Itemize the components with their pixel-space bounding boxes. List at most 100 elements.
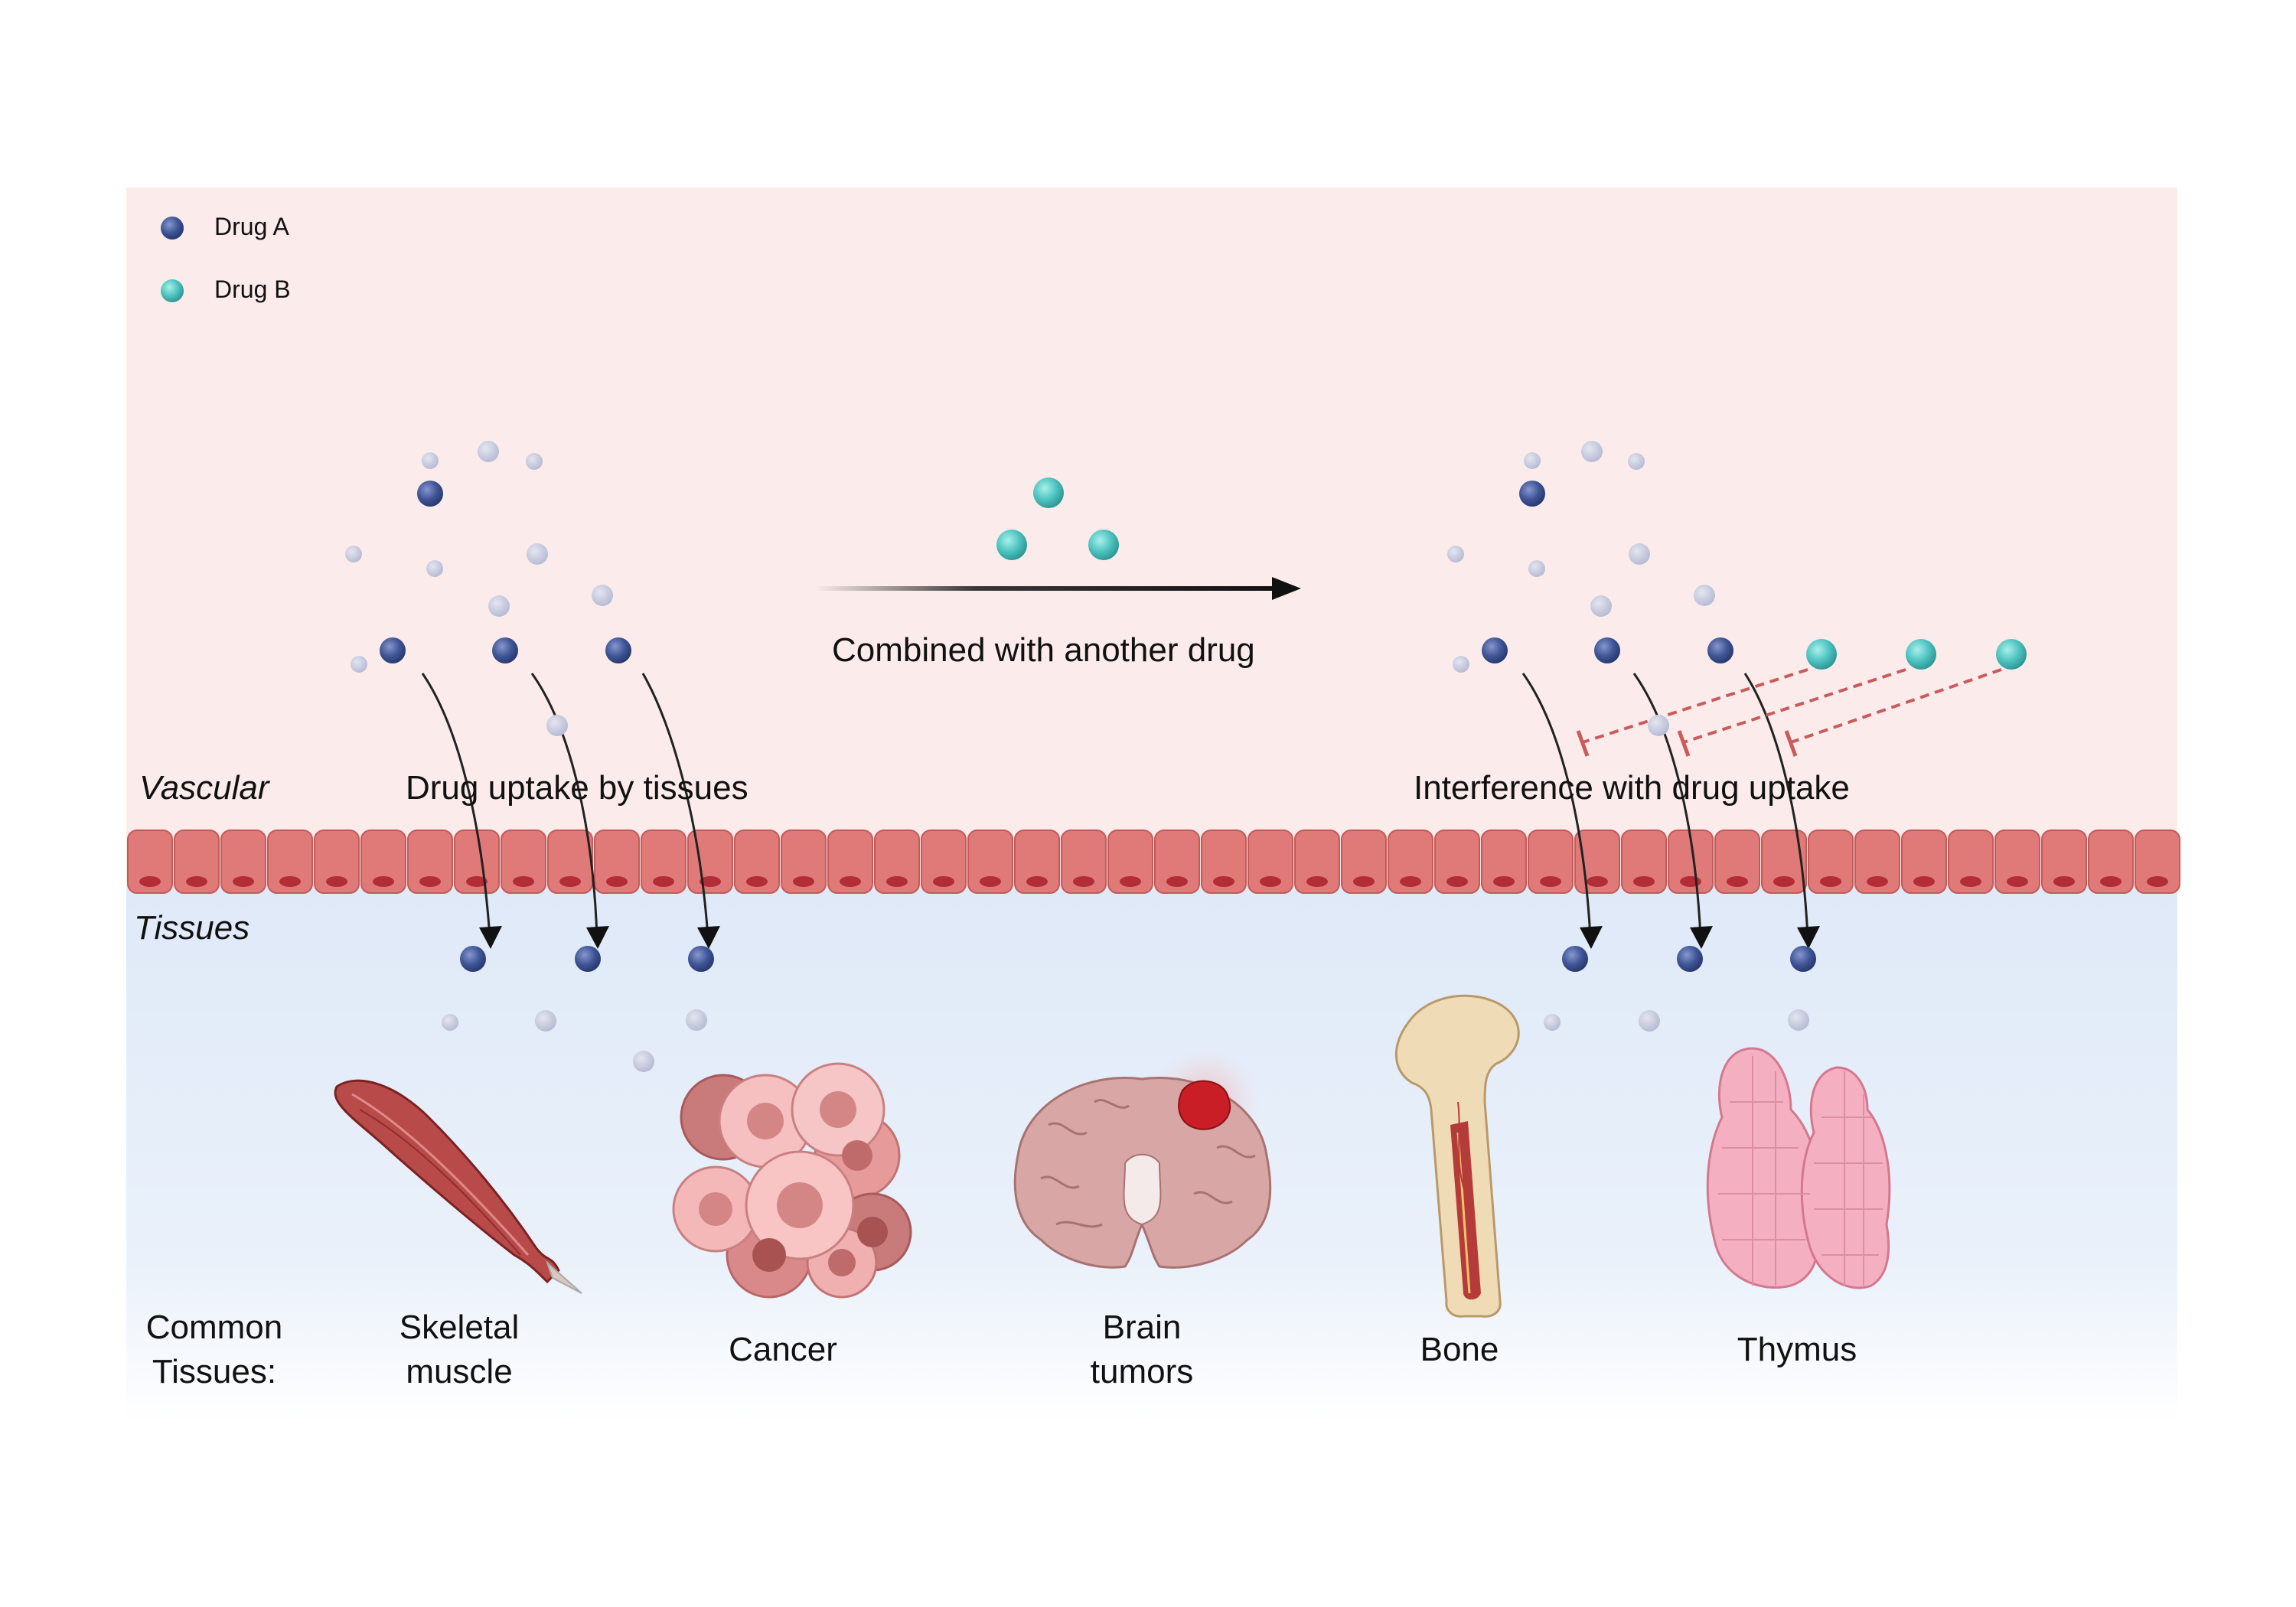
background-molecule: [478, 441, 499, 462]
endothelial-cell: [1761, 830, 1807, 894]
cell-nucleus: [1026, 876, 1048, 887]
endothelial-cell: [360, 830, 406, 894]
background-molecule: [1581, 441, 1603, 462]
vascular-label: Vascular: [139, 769, 269, 807]
cell-nucleus: [326, 876, 347, 887]
drug-a-molecule: [1482, 637, 1508, 663]
cell-nucleus: [653, 876, 674, 887]
cell-nucleus: [1400, 876, 1421, 887]
common-tissues-line1: Common: [145, 1309, 283, 1346]
skeletal-muscle-line1: Skeletal: [399, 1309, 520, 1346]
cell-nucleus: [139, 876, 161, 887]
background-molecule: [535, 1010, 556, 1032]
cell-nucleus: [1913, 876, 1935, 887]
endothelial-cell: [1948, 830, 1994, 894]
cell-nucleus: [980, 876, 1001, 887]
uptake-caption: Drug uptake by tissues: [406, 769, 748, 807]
drug-a-molecule: [1790, 946, 1816, 972]
background-molecule: [422, 452, 439, 469]
endothelial-cell: [827, 830, 873, 894]
combination-arrow: [815, 577, 1301, 600]
cell-nucleus: [1120, 876, 1141, 887]
endothelial-cell: [1247, 830, 1293, 894]
brain-tumors-line2: tumors: [1090, 1353, 1194, 1390]
endothelial-cell: [1808, 830, 1854, 894]
molecule-layer: [345, 441, 2027, 1072]
endothelial-cell: [501, 830, 546, 894]
cell-nucleus: [1540, 876, 1561, 887]
background-molecule: [426, 560, 443, 577]
cell-nucleus: [2147, 876, 2168, 887]
interference-caption: Interference with drug uptake: [1414, 769, 1850, 807]
cell-nucleus: [933, 876, 954, 887]
bone-illustration: [1394, 994, 1520, 1318]
cancer-label: Cancer: [729, 1331, 837, 1368]
endothelial-cell: [2041, 830, 2087, 894]
cell-nucleus: [1867, 876, 1888, 887]
background-molecule: [1788, 1009, 1809, 1031]
uptake-arrows-left: [421, 673, 709, 938]
drug-a-legend-marker: [161, 217, 184, 240]
drug-a-molecule: [417, 481, 443, 507]
cell-nucleus: [186, 876, 207, 887]
endothelial-cell: [1854, 830, 1900, 894]
arrowheads-left: [479, 926, 720, 949]
drug-a-molecule: [1707, 637, 1733, 663]
brain-tumors-line1: Brain: [1102, 1309, 1182, 1346]
endothelial-cell: [967, 830, 1013, 894]
cell-nucleus: [559, 876, 581, 887]
cell-nucleus: [2053, 876, 2075, 887]
inhibition-lines: [1582, 668, 2002, 744]
endothelial-cell: [734, 830, 780, 894]
cell-nucleus: [746, 876, 768, 887]
drug-b-molecule: [996, 530, 1027, 560]
cell-nucleus: [1820, 876, 1841, 887]
background-molecule: [592, 585, 613, 606]
background-molecule: [1629, 543, 1650, 565]
endothelial-cell: [1061, 830, 1107, 894]
endothelial-cell: [1107, 830, 1153, 894]
endothelial-cell: [220, 830, 266, 894]
drug-a-molecule: [460, 946, 486, 972]
endothelial-cell: [174, 830, 220, 894]
cell-nucleus: [1446, 876, 1468, 887]
cell-nucleus: [700, 876, 721, 887]
endothelial-cell: [547, 830, 593, 894]
drug-a-molecule: [1677, 946, 1703, 972]
endothelial-cell: [1294, 830, 1340, 894]
background-molecule: [442, 1014, 458, 1031]
vascular-region: [126, 187, 2177, 892]
endothelial-cell: [2088, 830, 2134, 894]
drug-b-molecule: [1906, 639, 1936, 670]
background-molecule: [1544, 1014, 1561, 1031]
endothelial-cell: [1434, 830, 1480, 894]
cell-nucleus: [1166, 876, 1188, 887]
cell-nucleus: [1960, 876, 1981, 887]
endothelial-cell: [641, 830, 687, 894]
endothelial-cell: [127, 830, 173, 894]
endothelial-cell: [781, 830, 827, 894]
background-molecule: [1528, 560, 1545, 577]
drug-b-molecule: [1088, 530, 1119, 560]
cell-nucleus: [1727, 876, 1748, 887]
cell-nucleus: [1306, 876, 1328, 887]
drug-a-molecule: [1594, 637, 1620, 663]
background-molecule: [351, 656, 367, 673]
cell-nucleus: [373, 876, 394, 887]
cell-nucleus: [840, 876, 861, 887]
drug-a-legend-label: Drug A: [214, 213, 289, 240]
background-molecule: [1447, 546, 1464, 562]
drug-b-molecule: [1806, 639, 1837, 670]
endothelial-cell: [874, 830, 920, 894]
drug-a-molecule: [575, 946, 601, 972]
bone-label: Bone: [1420, 1331, 1499, 1368]
tissues-label: Tissues: [134, 909, 250, 947]
background-molecule: [1524, 452, 1541, 469]
endothelial-cell: [1388, 830, 1433, 894]
background-molecule: [1648, 715, 1669, 736]
cell-nucleus: [1633, 876, 1655, 887]
background-molecule: [1628, 453, 1645, 470]
drug-a-molecule: [688, 946, 714, 972]
background-molecule: [1639, 1010, 1660, 1032]
